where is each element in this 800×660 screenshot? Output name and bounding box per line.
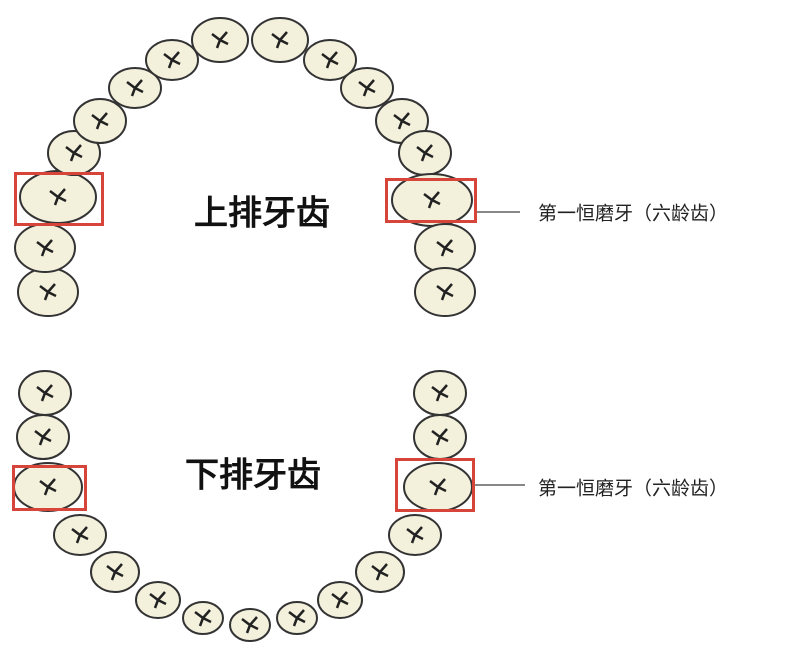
tooth-groove: [358, 79, 376, 97]
upper-tooth: [191, 17, 249, 63]
tooth-groove: [331, 591, 349, 609]
lower-tooth: [276, 601, 318, 635]
tooth-groove: [36, 384, 54, 402]
tooth-groove: [211, 31, 229, 49]
upper-tooth: [47, 130, 101, 176]
tooth-groove: [431, 428, 449, 446]
lower-tooth: [90, 551, 140, 593]
lower-tooth: [16, 414, 70, 460]
upper-tooth: [251, 17, 309, 63]
upper-tooth: [17, 267, 79, 317]
lower-left-molar-highlight: [12, 465, 87, 511]
tooth-groove: [416, 144, 434, 162]
lower-tooth: [388, 514, 442, 556]
tooth-groove: [271, 31, 289, 49]
lower-tooth: [413, 370, 467, 416]
lower-right-molar-highlight: [395, 458, 475, 512]
tooth-groove: [39, 478, 57, 496]
upper-tooth: [414, 223, 476, 273]
upper-right-molar-highlight: [385, 178, 477, 223]
tooth-groove: [39, 283, 57, 301]
lower-leader-line: [475, 484, 525, 486]
tooth-groove: [106, 563, 124, 581]
tooth-groove: [423, 191, 441, 209]
tooth-groove: [371, 563, 389, 581]
upper-leader-line: [477, 211, 520, 213]
upper-arch-label: 上排牙齿: [194, 193, 330, 234]
upper-tooth: [14, 223, 76, 273]
tooth-groove: [149, 591, 167, 609]
lower-tooth: [317, 581, 363, 619]
tooth-groove: [71, 526, 89, 544]
tooth-groove: [163, 51, 181, 69]
upper-molar-callout: 第一恒磨牙（六龄齿）: [538, 202, 729, 225]
lower-arch-label: 下排牙齿: [185, 455, 321, 496]
lower-tooth: [355, 551, 405, 593]
tooth-groove: [436, 239, 454, 257]
tooth-groove: [436, 283, 454, 301]
tooth-groove: [429, 478, 447, 496]
tooth-groove: [393, 112, 411, 130]
upper-tooth: [73, 98, 127, 144]
tooth-groove: [49, 188, 67, 206]
tooth-groove: [91, 112, 109, 130]
upper-tooth: [414, 267, 476, 317]
lower-tooth: [229, 608, 271, 642]
tooth-groove: [65, 144, 83, 162]
upper-left-molar-highlight: [14, 172, 104, 226]
lower-tooth: [13, 462, 83, 512]
tooth-groove: [288, 609, 306, 627]
upper-tooth: [398, 130, 452, 176]
tooth-groove: [36, 239, 54, 257]
tooth-groove: [406, 526, 424, 544]
lower-tooth: [135, 581, 181, 619]
tooth-groove: [126, 79, 144, 97]
lower-tooth: [182, 601, 224, 635]
lower-tooth: [413, 414, 467, 460]
upper-tooth: [303, 39, 357, 81]
tooth-groove: [431, 384, 449, 402]
upper-tooth: [145, 39, 199, 81]
lower-tooth: [53, 514, 107, 556]
upper-tooth: [340, 67, 394, 109]
tooth-groove: [34, 428, 52, 446]
tooth-groove: [194, 609, 212, 627]
upper-tooth: [108, 67, 162, 109]
tooth-groove: [321, 51, 339, 69]
tooth-groove: [241, 616, 259, 634]
lower-molar-callout: 第一恒磨牙（六龄齿）: [538, 477, 729, 500]
lower-tooth: [18, 370, 72, 416]
